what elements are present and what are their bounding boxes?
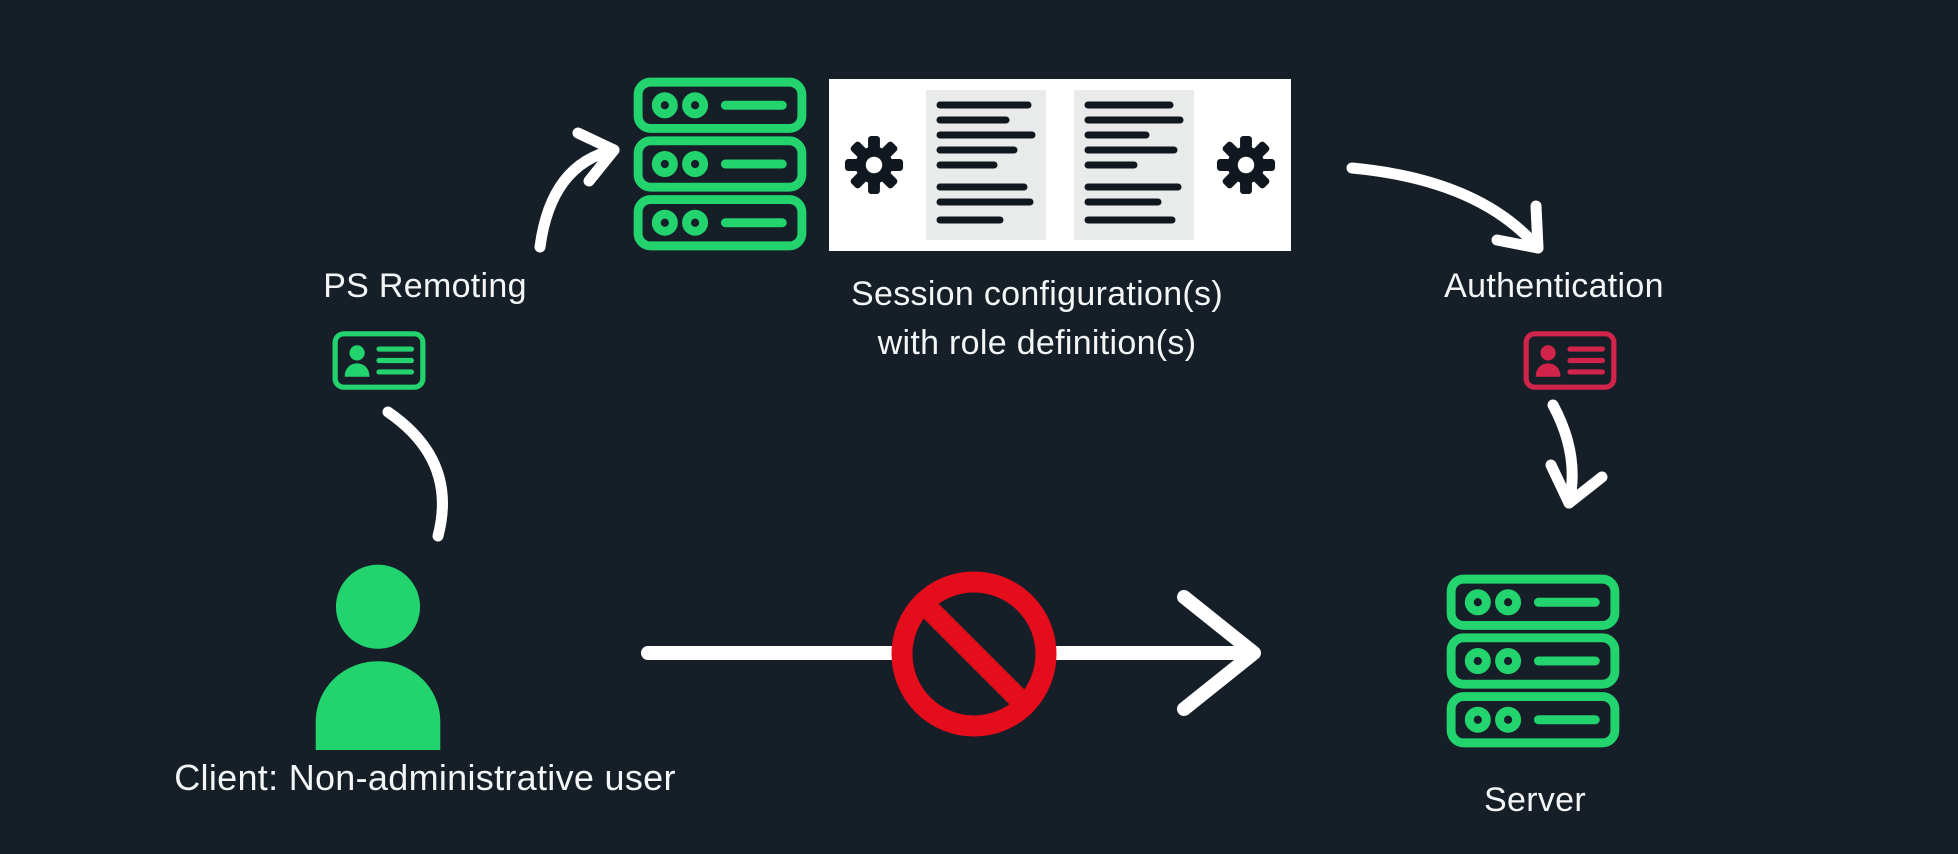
ps-remoting-label: PS Remoting <box>323 267 527 305</box>
session-configuration-label: Session configuration(s) with role defin… <box>787 270 1287 369</box>
id-card-icon-red <box>1522 330 1618 391</box>
role-definition-document-icon <box>1066 90 1202 240</box>
server-label: Server <box>1484 781 1586 819</box>
endpoint-server-stack-icon <box>631 75 809 253</box>
arrowhead-authentication <box>1491 200 1544 254</box>
arrow-authentication-to-server <box>1547 399 1578 509</box>
role-definition-document-icon <box>918 90 1054 240</box>
gear-icon <box>1213 132 1279 198</box>
gear-icon <box>841 132 907 198</box>
client-label: Client: Non-administrative user <box>174 757 676 798</box>
user-silhouette-icon <box>300 560 456 750</box>
authentication-label: Authentication <box>1444 267 1664 305</box>
id-card-icon-green <box>331 330 427 391</box>
arrow-client-to-ps-remoting <box>382 406 448 542</box>
arrowhead-server <box>1545 459 1608 509</box>
session-configuration-label-line1: Session configuration(s) <box>851 275 1223 313</box>
arrowhead-endpoint <box>572 127 620 187</box>
arrow-endpoint-to-authentication <box>1346 162 1544 254</box>
session-configuration-panel <box>829 79 1291 251</box>
arrowhead-blocked <box>1177 590 1261 716</box>
no-entry-icon <box>891 571 1057 737</box>
arrow-ps-remoting-to-endpoint <box>534 144 620 253</box>
session-configuration-label-line2: with role definition(s) <box>877 324 1197 363</box>
target-server-stack-icon <box>1444 572 1622 750</box>
